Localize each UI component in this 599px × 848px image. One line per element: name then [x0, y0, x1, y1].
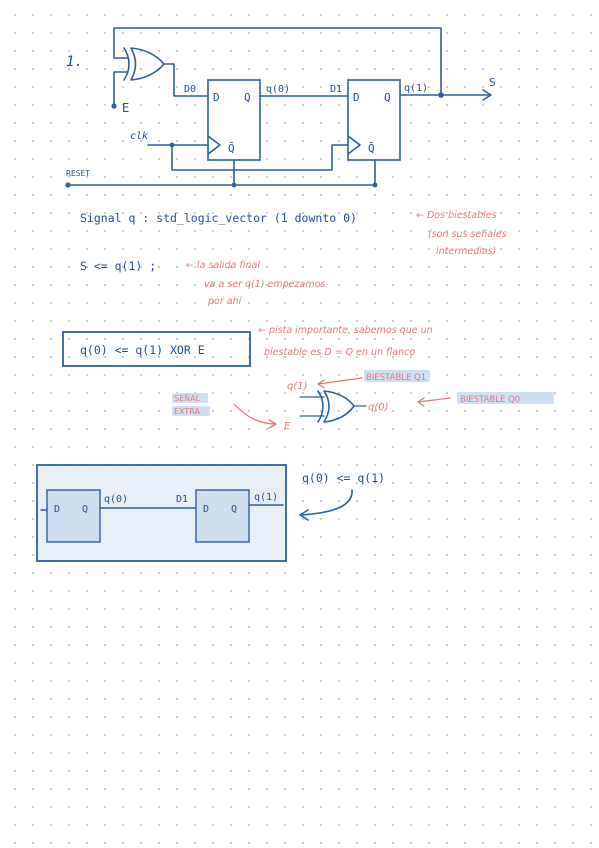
e-input-wire — [113, 71, 129, 107]
reset-input-dot — [65, 182, 71, 188]
xor-out-note: BIESTABLE Q0 — [460, 395, 520, 405]
xor-comment-1: ← pista importante, sabemos que un — [258, 325, 433, 336]
ff1-q-label: Q — [384, 91, 391, 104]
e-input-dot — [111, 103, 117, 109]
zoom-q1-label: q(1) — [254, 492, 278, 503]
zoom-ff1-d-label: D — [203, 504, 209, 515]
ff1-clock-triangle-icon — [347, 135, 361, 155]
d1-label: D1 — [330, 84, 342, 95]
ff1-d-label: D — [353, 91, 360, 104]
s-assignment: S <= q(1) ; — [80, 259, 156, 273]
reset-wire — [67, 159, 376, 186]
xor-equation: q(0) <= q(1) XOR E — [80, 343, 205, 357]
output-arrow-icon — [482, 89, 492, 101]
second-assignment: q(0) <= q(1) — [302, 471, 385, 485]
signal-comment-1: ← Dos biestables — [416, 210, 497, 221]
clk-label: clk — [130, 131, 148, 142]
xor-in-bottom-arrow-icon — [233, 403, 277, 429]
ff0-qbar-label: Q̄ — [228, 142, 235, 155]
xor-gate-icon — [123, 47, 165, 81]
feedback-wire — [113, 27, 442, 96]
signal-comment-3: intermedias) — [436, 246, 496, 257]
output-node-dot — [438, 92, 444, 98]
reset-label: RESET — [66, 169, 90, 178]
signal-comment-2: (son sus señales — [428, 229, 507, 240]
xor-in-top-note: BIESTABLE Q1 — [366, 373, 426, 383]
zoom-ff0-q-label: Q — [82, 504, 88, 515]
q0-label: q(0) — [266, 84, 290, 95]
output-label: S — [489, 76, 496, 89]
xor-in-top-label: q(1) — [287, 381, 308, 392]
xor-in-top-arrow-icon — [317, 377, 363, 389]
signal-declaration: Signal q : std_logic_vector (1 downto 0) — [80, 211, 357, 225]
zoom-q0-label: q(0) — [104, 494, 128, 505]
circuit-diagram: E D0 D Q Q̄ q(0) D1 D Q Q̄ — [65, 27, 496, 188]
e-input-label: E — [122, 101, 129, 115]
clk-junction-dot — [169, 142, 175, 148]
xor-in-bottom-note-2: EXTRA — [174, 407, 201, 416]
zoom-d1-label: D1 — [176, 494, 188, 505]
clk-wire — [147, 144, 349, 171]
xor-comment-2: biestable es D = Q en un flanco — [264, 347, 415, 358]
xor-out-label: q(0) — [368, 402, 389, 413]
ff1-qbar-label: Q̄ — [368, 142, 375, 155]
zoom-ff0-d-label: D — [54, 504, 60, 515]
zoom-ff1-q-label: Q — [231, 504, 237, 515]
ff0-clock-triangle-icon — [207, 135, 221, 155]
ff0-d-label: D — [213, 91, 220, 104]
problem-number: 1. — [66, 54, 83, 70]
d0-wire — [163, 63, 211, 97]
xor-in-bottom-note-1: SEÑAL — [174, 393, 201, 403]
flip-flop-0: D Q Q̄ — [207, 79, 261, 161]
reset-junction-dot-1 — [372, 182, 378, 188]
d0-label: D0 — [184, 84, 196, 95]
s-comment-2: va a ser q(1) empezamos — [204, 279, 325, 290]
zoom-flip-flop-box: D Q q(0) D1 D Q q(1) — [36, 464, 287, 562]
reset-junction-dot-0 — [231, 182, 237, 188]
xor-explanation-sketch: q(1) BIESTABLE Q1 q(0) BIESTABLE Q0 SEÑA… — [172, 370, 554, 432]
xor-gate-sketch-icon — [299, 390, 367, 423]
xor-equation-box — [62, 331, 251, 367]
q1-label: q(1) — [404, 83, 428, 94]
xor-out-arrow-icon — [417, 397, 451, 407]
second-assignment-arrow-icon — [299, 489, 353, 521]
ff0-q-label: Q — [244, 91, 251, 104]
flip-flop-1: D Q Q̄ — [347, 79, 401, 161]
s-comment-1: ← la salida final — [186, 260, 260, 271]
s-comment-3: por ahí — [207, 296, 243, 307]
xor-in-bottom-label: E — [284, 421, 291, 432]
